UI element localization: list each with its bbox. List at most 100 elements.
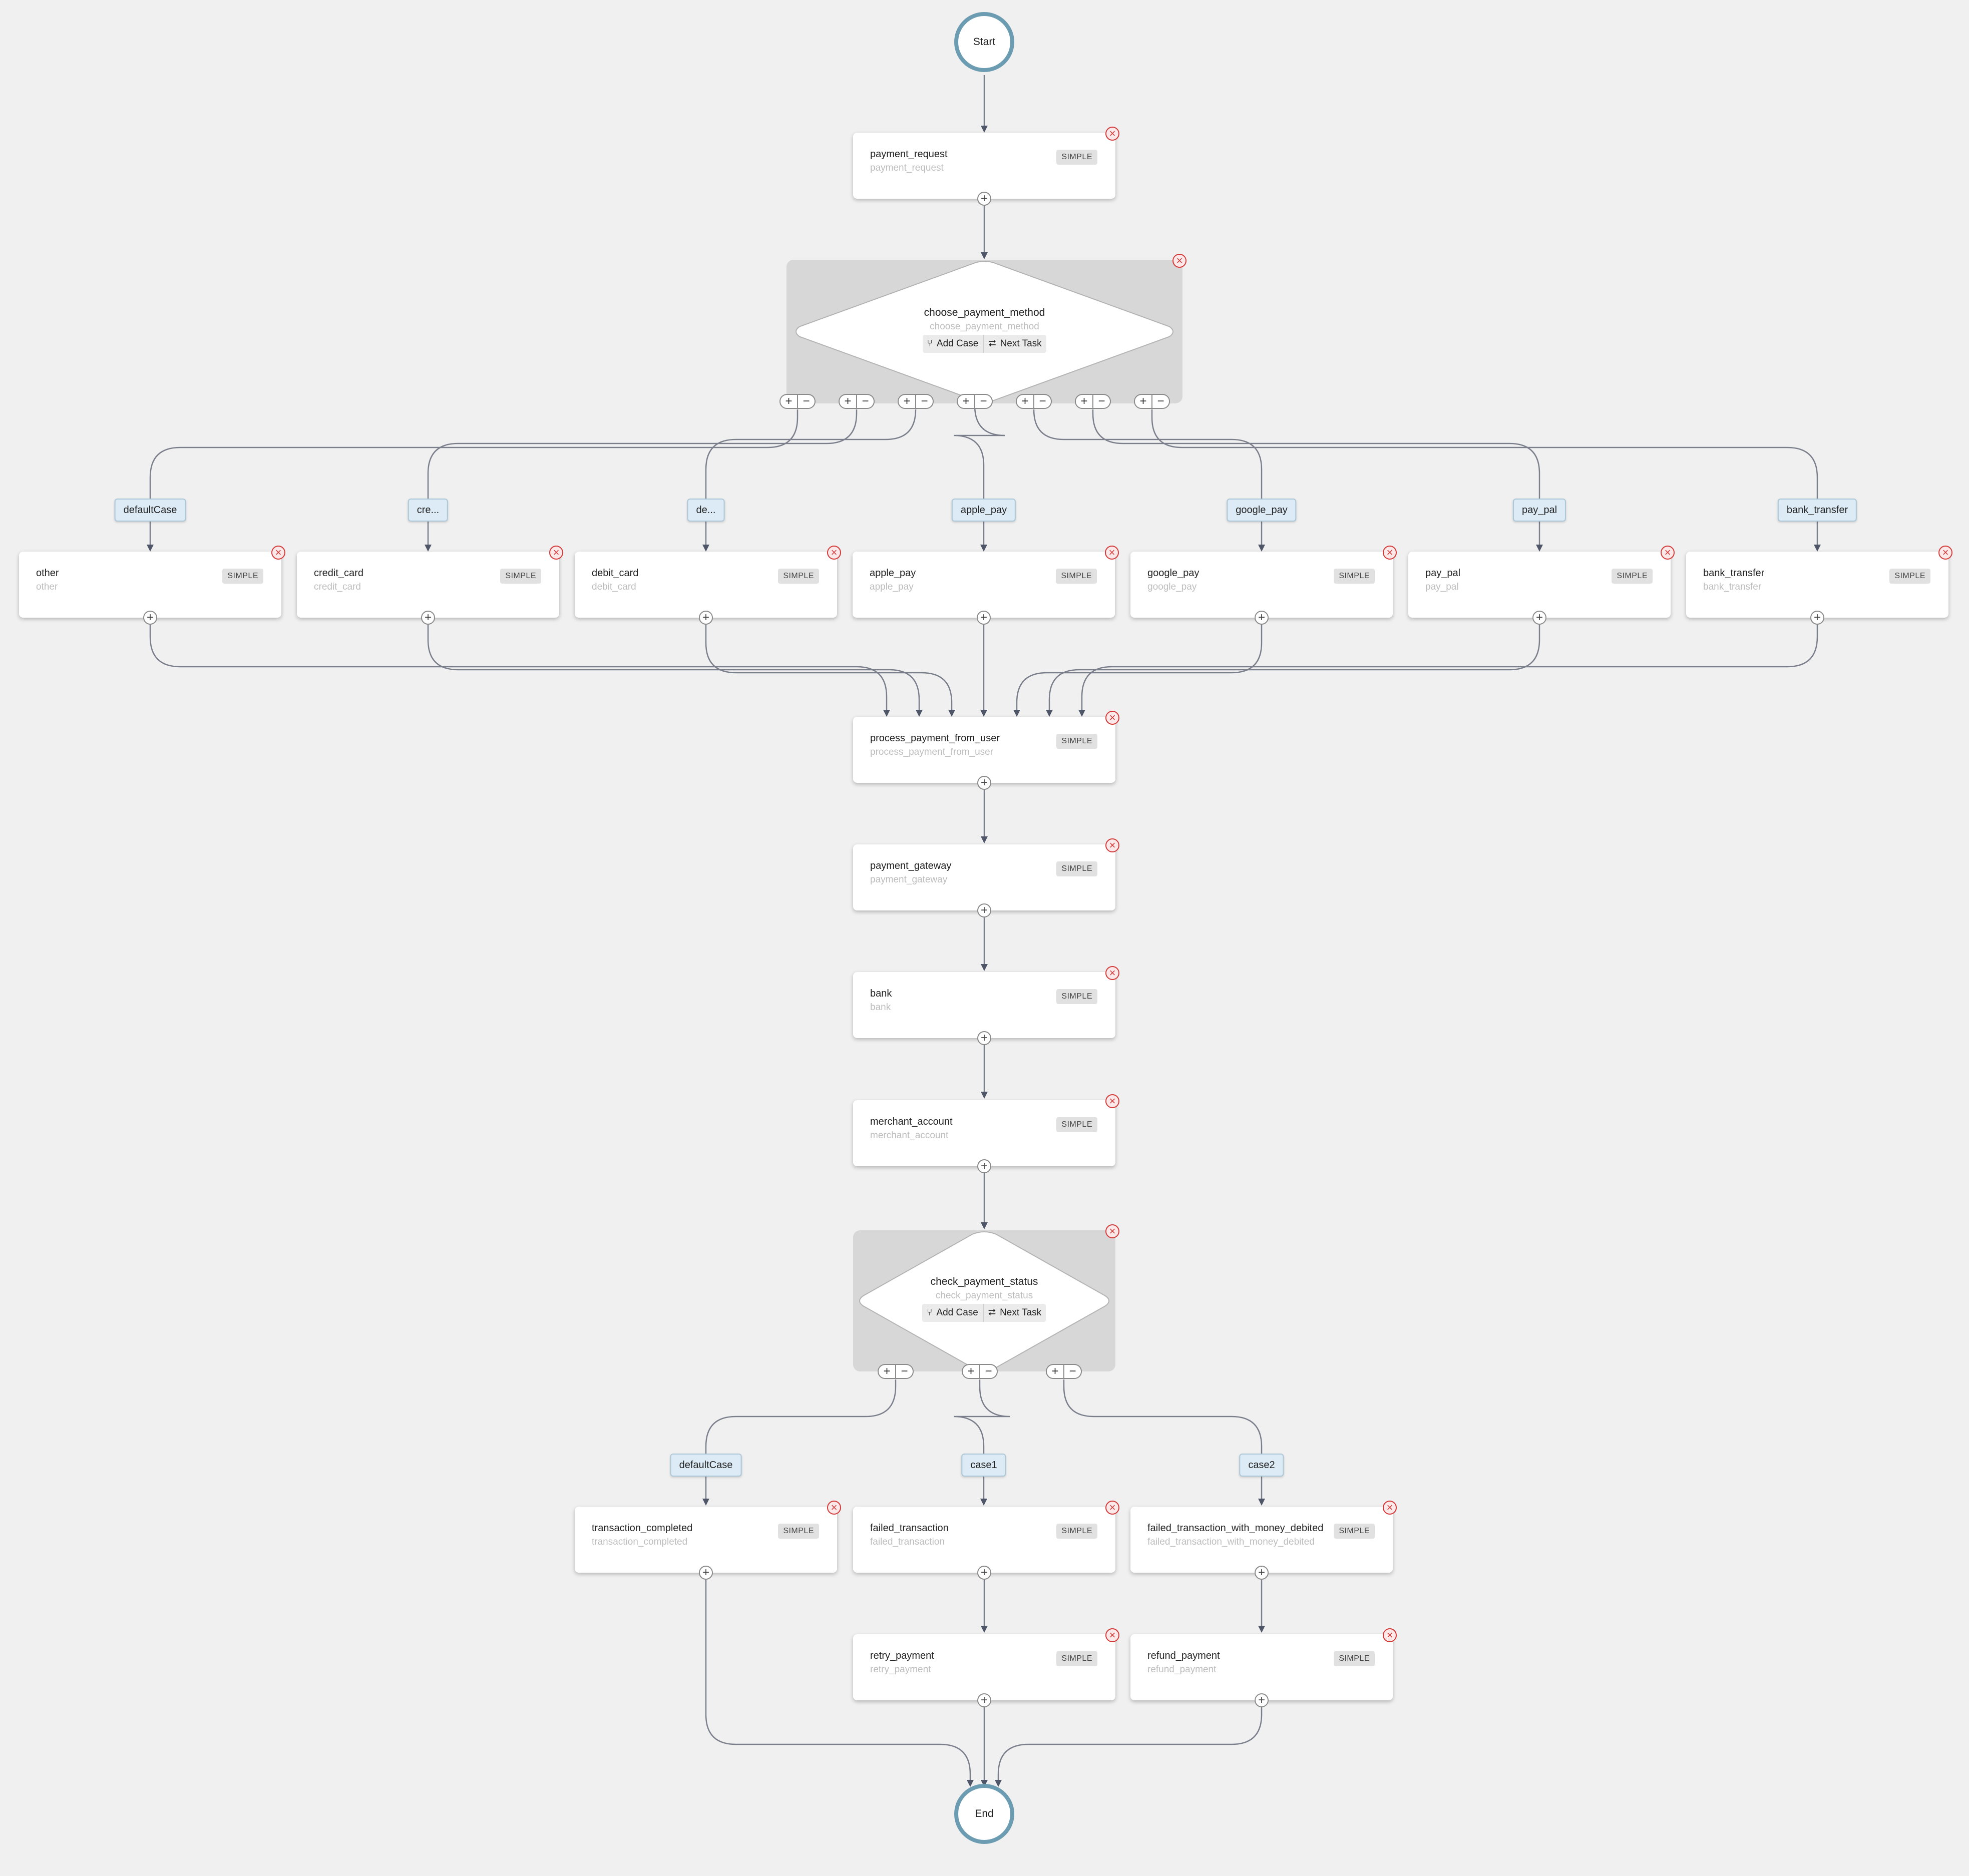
switch-diamond[interactable]: [793, 261, 1176, 402]
case-add-remove-control[interactable]: +−: [878, 1364, 914, 1379]
minus-icon[interactable]: −: [1098, 394, 1105, 408]
delete-task-button[interactable]: ×: [1383, 1501, 1397, 1515]
case-label[interactable]: pay_pal: [1512, 499, 1566, 522]
add-task-button[interactable]: +: [977, 776, 991, 790]
plus-icon[interactable]: +: [1080, 394, 1088, 408]
add-task-button[interactable]: +: [977, 903, 991, 917]
case-add-remove-control[interactable]: +−: [1016, 394, 1052, 409]
plus-icon: +: [980, 1566, 988, 1579]
minus-icon[interactable]: −: [1157, 394, 1164, 408]
add-task-button[interactable]: +: [699, 611, 713, 625]
add-task-button[interactable]: +: [1255, 611, 1269, 625]
delete-task-button[interactable]: ×: [827, 546, 841, 560]
add-task-button[interactable]: +: [977, 1159, 991, 1173]
delete-task-button[interactable]: ×: [1105, 1628, 1119, 1642]
add-task-button[interactable]: +: [421, 611, 435, 625]
add-task-button[interactable]: +: [1532, 611, 1546, 625]
case-add-remove-control[interactable]: +−: [962, 1364, 998, 1379]
add-task-button[interactable]: +: [1255, 1693, 1269, 1707]
minus-icon[interactable]: −: [921, 394, 928, 408]
minus-icon[interactable]: −: [803, 394, 810, 408]
delete-task-button[interactable]: ×: [1105, 711, 1119, 725]
add-case-button[interactable]: ⑂Add Case: [923, 335, 983, 353]
add-task-button[interactable]: +: [977, 1566, 991, 1580]
add-task-button[interactable]: +: [143, 611, 157, 625]
delete-task-button[interactable]: ×: [1105, 546, 1119, 560]
delete-task-button[interactable]: ×: [827, 1501, 841, 1515]
delete-switch-button[interactable]: ×: [1105, 1224, 1119, 1238]
delete-task-button[interactable]: ×: [271, 546, 285, 560]
add-task-button[interactable]: +: [1255, 1566, 1269, 1580]
add-task-button[interactable]: +: [1810, 611, 1824, 625]
minus-icon[interactable]: −: [901, 1364, 908, 1378]
delete-task-button[interactable]: ×: [1383, 546, 1397, 560]
plus-icon[interactable]: +: [844, 394, 852, 408]
plus-icon[interactable]: +: [1051, 1364, 1059, 1378]
delete-task-button[interactable]: ×: [1383, 1628, 1397, 1642]
case-label[interactable]: de...: [687, 499, 725, 522]
add-case-button[interactable]: ⑂Add Case: [922, 1304, 983, 1322]
delete-task-button[interactable]: ×: [1105, 1094, 1119, 1108]
case-add-remove-control[interactable]: +−: [957, 394, 993, 409]
delete-task-button[interactable]: ×: [1661, 546, 1675, 560]
case-label[interactable]: defaultCase: [670, 1454, 742, 1477]
minus-icon[interactable]: −: [985, 1364, 992, 1378]
plus-icon[interactable]: +: [962, 394, 970, 408]
case-add-remove-control[interactable]: +−: [839, 394, 875, 409]
case-label[interactable]: case1: [961, 1454, 1006, 1477]
case-add-remove-control[interactable]: +−: [1046, 1364, 1082, 1379]
plus-icon[interactable]: +: [1021, 394, 1029, 408]
case-label[interactable]: cre...: [408, 499, 449, 522]
task-ref-name: other: [36, 582, 58, 592]
minus-icon[interactable]: −: [862, 394, 869, 408]
minus-icon[interactable]: −: [980, 394, 987, 408]
case-add-remove-control[interactable]: +−: [898, 394, 934, 409]
delete-task-button[interactable]: ×: [549, 546, 563, 560]
add-task-button[interactable]: +: [977, 1031, 991, 1045]
add-task-button[interactable]: +: [977, 611, 991, 625]
minus-icon[interactable]: −: [1069, 1364, 1076, 1378]
case-label[interactable]: apple_pay: [951, 499, 1016, 522]
case-label[interactable]: bank_transfer: [1777, 499, 1857, 522]
plus-icon[interactable]: +: [1139, 394, 1147, 408]
delete-switch-button[interactable]: ×: [1172, 254, 1187, 268]
case-label[interactable]: case2: [1239, 1454, 1284, 1477]
delete-task-button[interactable]: ×: [1105, 1501, 1119, 1515]
minus-icon[interactable]: −: [1039, 394, 1046, 408]
plus-icon[interactable]: +: [903, 394, 911, 408]
add-task-button[interactable]: +: [977, 1693, 991, 1707]
add-task-button[interactable]: +: [977, 192, 991, 206]
next-task-button[interactable]: ⮂Next Task: [984, 335, 1046, 353]
delete-task-button[interactable]: ×: [1105, 838, 1119, 852]
case-add-remove-control[interactable]: +−: [1075, 394, 1111, 409]
case-label[interactable]: google_pay: [1227, 499, 1297, 522]
delete-task-button[interactable]: ×: [1105, 127, 1119, 141]
delete-task-button[interactable]: ×: [1105, 966, 1119, 980]
next-task-button[interactable]: ⮂Next Task: [984, 1304, 1046, 1322]
plus-icon[interactable]: +: [883, 1364, 891, 1378]
plus-icon[interactable]: +: [785, 394, 793, 408]
case-add-remove-control[interactable]: +−: [779, 394, 816, 409]
plus-icon[interactable]: +: [967, 1364, 975, 1378]
add-task-button[interactable]: +: [699, 1566, 713, 1580]
delete-task-button[interactable]: ×: [1938, 546, 1952, 560]
case-add-remove-control[interactable]: +−: [1134, 394, 1170, 409]
case-label[interactable]: defaultCase: [114, 499, 186, 522]
